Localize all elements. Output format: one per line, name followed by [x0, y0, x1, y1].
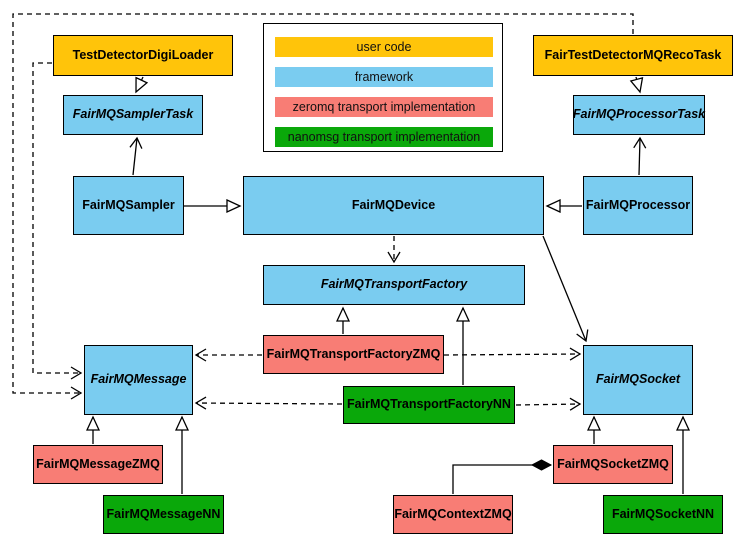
edge-tfnn-depends-message	[194, 396, 343, 410]
node-fairmqtransportfactorynn: FairMQTransportFactoryNN	[343, 386, 515, 424]
node-fairmqmessagenn: FairMQMessageNN	[103, 495, 224, 534]
edge-processor-assoc-processortask	[633, 136, 647, 176]
edge-digiloader-inherits-samplertask	[136, 77, 143, 92]
legend-item-user-code: user code	[275, 37, 493, 57]
node-fairmqsamplertask: FairMQSamplerTask	[63, 95, 203, 135]
legend-item-zeromq: zeromq transport implementation	[275, 97, 493, 117]
legend-item-nanomsg: nanomsg transport implementation	[275, 127, 493, 147]
node-fairmqsocketnn: FairMQSocketNN	[603, 495, 723, 534]
edge-device-assoc-socket	[542, 235, 589, 343]
node-fairmqsampler: FairMQSampler	[73, 176, 184, 235]
edge-recotask-depends-message	[12, 13, 634, 400]
node-fairmqprocessortask: FairMQProcessorTask	[573, 95, 705, 135]
node-fairmqtransportfactory: FairMQTransportFactory	[263, 265, 525, 305]
edge-digiloader-depends-message	[32, 62, 83, 380]
node-fairmqcontextzmq: FairMQContextZMQ	[393, 495, 513, 534]
edge-socketzmq-composes-contextzmq	[452, 465, 551, 494]
node-fairmqprocessor: FairMQProcessor	[583, 176, 693, 235]
node-fairmqdevice: FairMQDevice	[243, 176, 544, 235]
node-fairmqsocketzmq: FairMQSocketZMQ	[553, 445, 673, 484]
edge-tfzmq-depends-socket	[443, 347, 582, 361]
legend-box: user code framework zeromq transport imp…	[263, 23, 503, 152]
node-testdetectordigiloader: TestDetectorDigiLoader	[53, 35, 233, 76]
edge-sampler-assoc-samplertask	[129, 136, 143, 176]
node-fairmqsocket: FairMQSocket	[583, 345, 693, 415]
node-fairmqmessage: FairMQMessage	[84, 345, 193, 415]
edge-tfnn-depends-socket	[515, 397, 582, 411]
edge-recotask-inherits-processortask	[636, 76, 640, 92]
legend-item-framework: framework	[275, 67, 493, 87]
node-fairtestdetectormqrecotask: FairTestDetectorMQRecoTask	[533, 35, 733, 76]
node-fairmqmessagezmq: FairMQMessageZMQ	[33, 445, 163, 484]
node-fairmqtransportfactoryzmq: FairMQTransportFactoryZMQ	[263, 335, 444, 374]
